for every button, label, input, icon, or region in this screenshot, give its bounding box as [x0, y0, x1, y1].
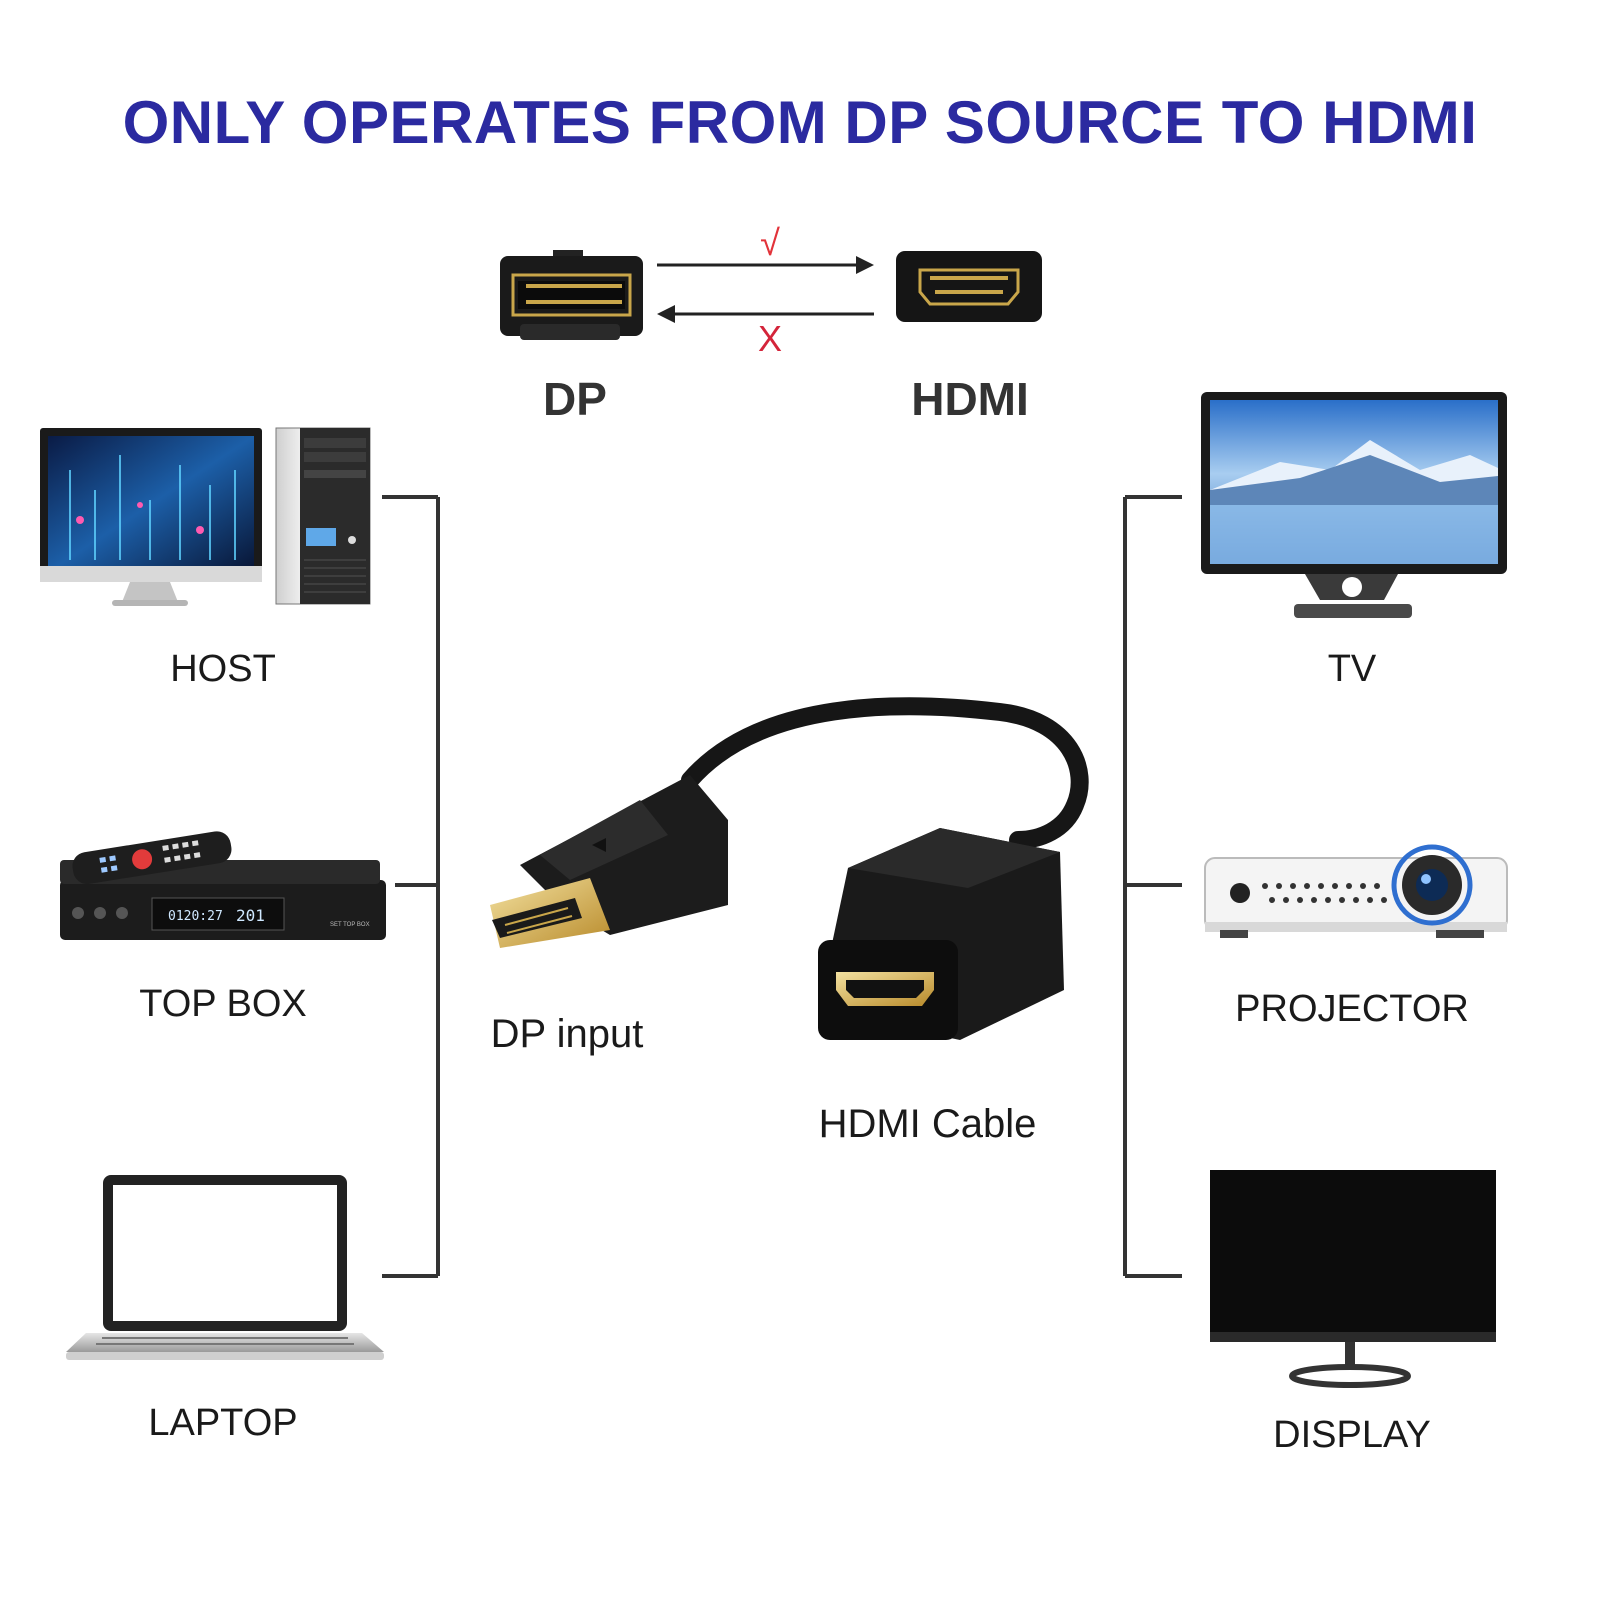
hdmi-cable-label: HDMI Cable — [818, 1102, 1037, 1146]
dp-port-icon — [500, 250, 643, 340]
stb-time-readout: 0120:27 — [168, 909, 223, 924]
monitor-icon — [1210, 1170, 1496, 1388]
stb-channel-readout: 201 — [236, 906, 265, 925]
hdmi-label: HDMI — [911, 373, 1029, 425]
hdmi-port-icon — [896, 251, 1042, 322]
source-label-host: HOST — [170, 648, 276, 690]
output-label-tv: TV — [1327, 648, 1377, 690]
desktop-pc-icon — [40, 427, 371, 606]
stb-brand-text: SET TOP BOX — [330, 922, 370, 928]
source-label-laptop: LAPTOP — [148, 1402, 298, 1444]
set-top-box-icon: 0120:27 201 SET TOP BOX — [60, 831, 386, 940]
dp-plug-icon — [490, 775, 728, 948]
forward-check-mark: √ — [760, 222, 780, 263]
forward-arrow — [657, 256, 874, 274]
tv-icon — [1201, 392, 1507, 618]
page-title: ONLY OPERATES FROM DP SOURCE TO HDMI — [122, 89, 1478, 156]
hdmi-plug-icon — [818, 828, 1064, 1040]
dp-label: DP — [543, 373, 607, 425]
reverse-arrow — [657, 305, 874, 323]
source-label-top-box: TOP BOX — [139, 983, 307, 1025]
left-bracket — [382, 495, 440, 1278]
remote-control-icon — [72, 831, 232, 884]
output-label-display: DISPLAY — [1273, 1414, 1431, 1456]
dp-input-label: DP input — [490, 1012, 644, 1056]
right-bracket — [1123, 495, 1182, 1278]
projector-icon — [1204, 844, 1508, 938]
output-label-projector: PROJECTOR — [1235, 988, 1469, 1030]
adapter-cable-icon — [490, 697, 1089, 1040]
reverse-cross-mark: X — [757, 318, 782, 359]
laptop-icon — [66, 1175, 384, 1360]
